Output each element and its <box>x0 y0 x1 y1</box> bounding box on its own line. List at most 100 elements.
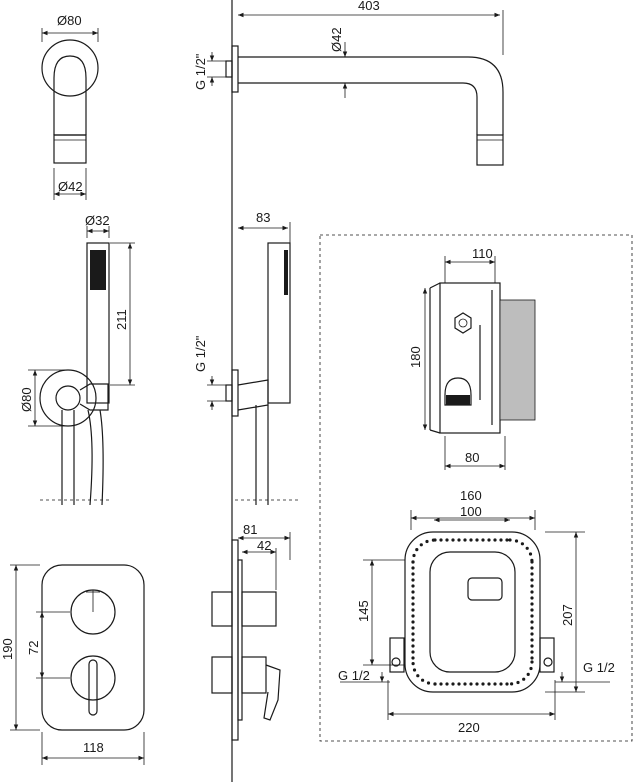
dim-frame-outer-width: 160 <box>460 488 482 503</box>
frame-dot <box>530 590 534 594</box>
frame-dot <box>525 546 529 550</box>
frame-dot <box>499 682 503 686</box>
dim-frame-thread-right: G 1/2 <box>583 660 615 675</box>
dim-holder-diameter: Ø80 <box>19 387 34 412</box>
frame-dot <box>530 620 534 624</box>
frame-dot <box>411 632 415 636</box>
dim-plate-height: 190 <box>0 638 15 660</box>
frame-dot <box>530 602 534 606</box>
frame-dot <box>445 682 449 686</box>
frame-dot <box>411 656 415 660</box>
frame-dot <box>505 682 509 686</box>
frame-dot <box>411 620 415 624</box>
frame-dot <box>411 626 415 630</box>
frame-dot <box>411 662 415 666</box>
valve-side-view <box>211 532 291 741</box>
frame-dot <box>529 666 533 671</box>
frame-dot <box>421 678 425 682</box>
dim-valve-projection: 81 <box>243 522 257 537</box>
frame-dot <box>411 608 415 612</box>
frame-dot <box>411 596 415 600</box>
frame-dot <box>469 538 473 542</box>
frame-dot <box>481 682 485 686</box>
frame-dot <box>520 542 525 546</box>
frame-dot <box>530 596 534 600</box>
frame-dot <box>475 538 479 542</box>
frame-dot <box>530 632 534 636</box>
handshower-side-view <box>207 222 300 505</box>
frame-dot <box>451 682 455 686</box>
frame-dot <box>530 578 534 582</box>
dim-holder-projection: 83 <box>256 210 270 225</box>
spout-side-view <box>207 10 504 166</box>
frame-dot <box>411 650 415 654</box>
frame-dot <box>530 660 534 664</box>
frame-dot <box>526 672 530 677</box>
frame-dot <box>510 682 514 686</box>
dim-valve-depth: 42 <box>257 538 271 553</box>
frame-dot <box>530 656 534 660</box>
dim-frame-outer-height: 207 <box>560 604 575 626</box>
frame-dot <box>530 584 534 588</box>
frame-dot <box>528 552 533 556</box>
dim-plate-width: 118 <box>83 740 104 755</box>
frame-dot <box>412 668 417 672</box>
frame-dot <box>412 553 416 558</box>
dim-frame-inner-width: 100 <box>460 504 482 519</box>
frame-dot <box>426 681 431 685</box>
frame-dot <box>516 680 520 685</box>
frame-dot <box>530 644 534 648</box>
frame-dot <box>522 677 526 681</box>
concealed-box-frame <box>319 234 633 742</box>
dim-handshower-length: 211 <box>114 309 129 330</box>
frame-dot <box>487 682 491 686</box>
dim-frame-thread-left: G 1/2 <box>338 668 370 683</box>
frame-dot <box>530 614 534 618</box>
frame-dot <box>530 566 534 570</box>
frame-dot <box>514 539 519 543</box>
frame-dot <box>411 614 415 618</box>
frame-dot <box>463 682 467 686</box>
frame-dot <box>411 638 415 642</box>
frame-dot <box>411 566 415 570</box>
frame-dot <box>411 584 415 588</box>
frame-dot <box>493 682 497 686</box>
frame-dot <box>481 538 485 542</box>
frame-dot <box>457 682 461 686</box>
frame-dot <box>499 538 503 542</box>
frame-dot <box>530 650 534 654</box>
frame-dot <box>411 572 415 576</box>
frame-dot <box>419 543 423 547</box>
dim-plate-spacing: 72 <box>26 641 41 655</box>
dim-spout-bottom-diameter: Ø42 <box>58 179 83 194</box>
trim-plate-front-view <box>10 564 145 765</box>
dim-box-height: 180 <box>408 346 423 368</box>
frame-dot <box>445 538 449 542</box>
frame-dot <box>411 578 415 582</box>
frame-dot <box>475 682 479 686</box>
frame-dot <box>469 682 473 686</box>
handshower-front-view <box>28 226 135 506</box>
frame-dot <box>493 538 497 542</box>
dim-frame-total-width: 220 <box>458 720 480 735</box>
frame-dot <box>508 538 512 542</box>
concealed-box-side-view <box>422 256 536 470</box>
frame-dot <box>433 682 437 686</box>
frame-dot <box>451 538 455 542</box>
frame-dot <box>411 644 415 648</box>
frame-dot <box>530 626 534 630</box>
frame-dot-pattern <box>411 538 534 686</box>
frame-dot <box>439 682 443 686</box>
dim-spout-length: 403 <box>358 0 380 13</box>
dim-spout-flange-diameter: Ø80 <box>57 13 82 28</box>
dim-spout-thread: G 1/2" <box>193 53 208 90</box>
frame-dot <box>411 560 415 564</box>
frame-dot <box>415 548 419 552</box>
dim-handshower-diameter: Ø32 <box>85 213 110 228</box>
frame-dot <box>431 538 435 542</box>
dim-spout-diameter: Ø42 <box>329 27 344 52</box>
frame-dot <box>530 638 534 642</box>
frame-dot <box>411 590 415 594</box>
frame-dot <box>487 538 491 542</box>
